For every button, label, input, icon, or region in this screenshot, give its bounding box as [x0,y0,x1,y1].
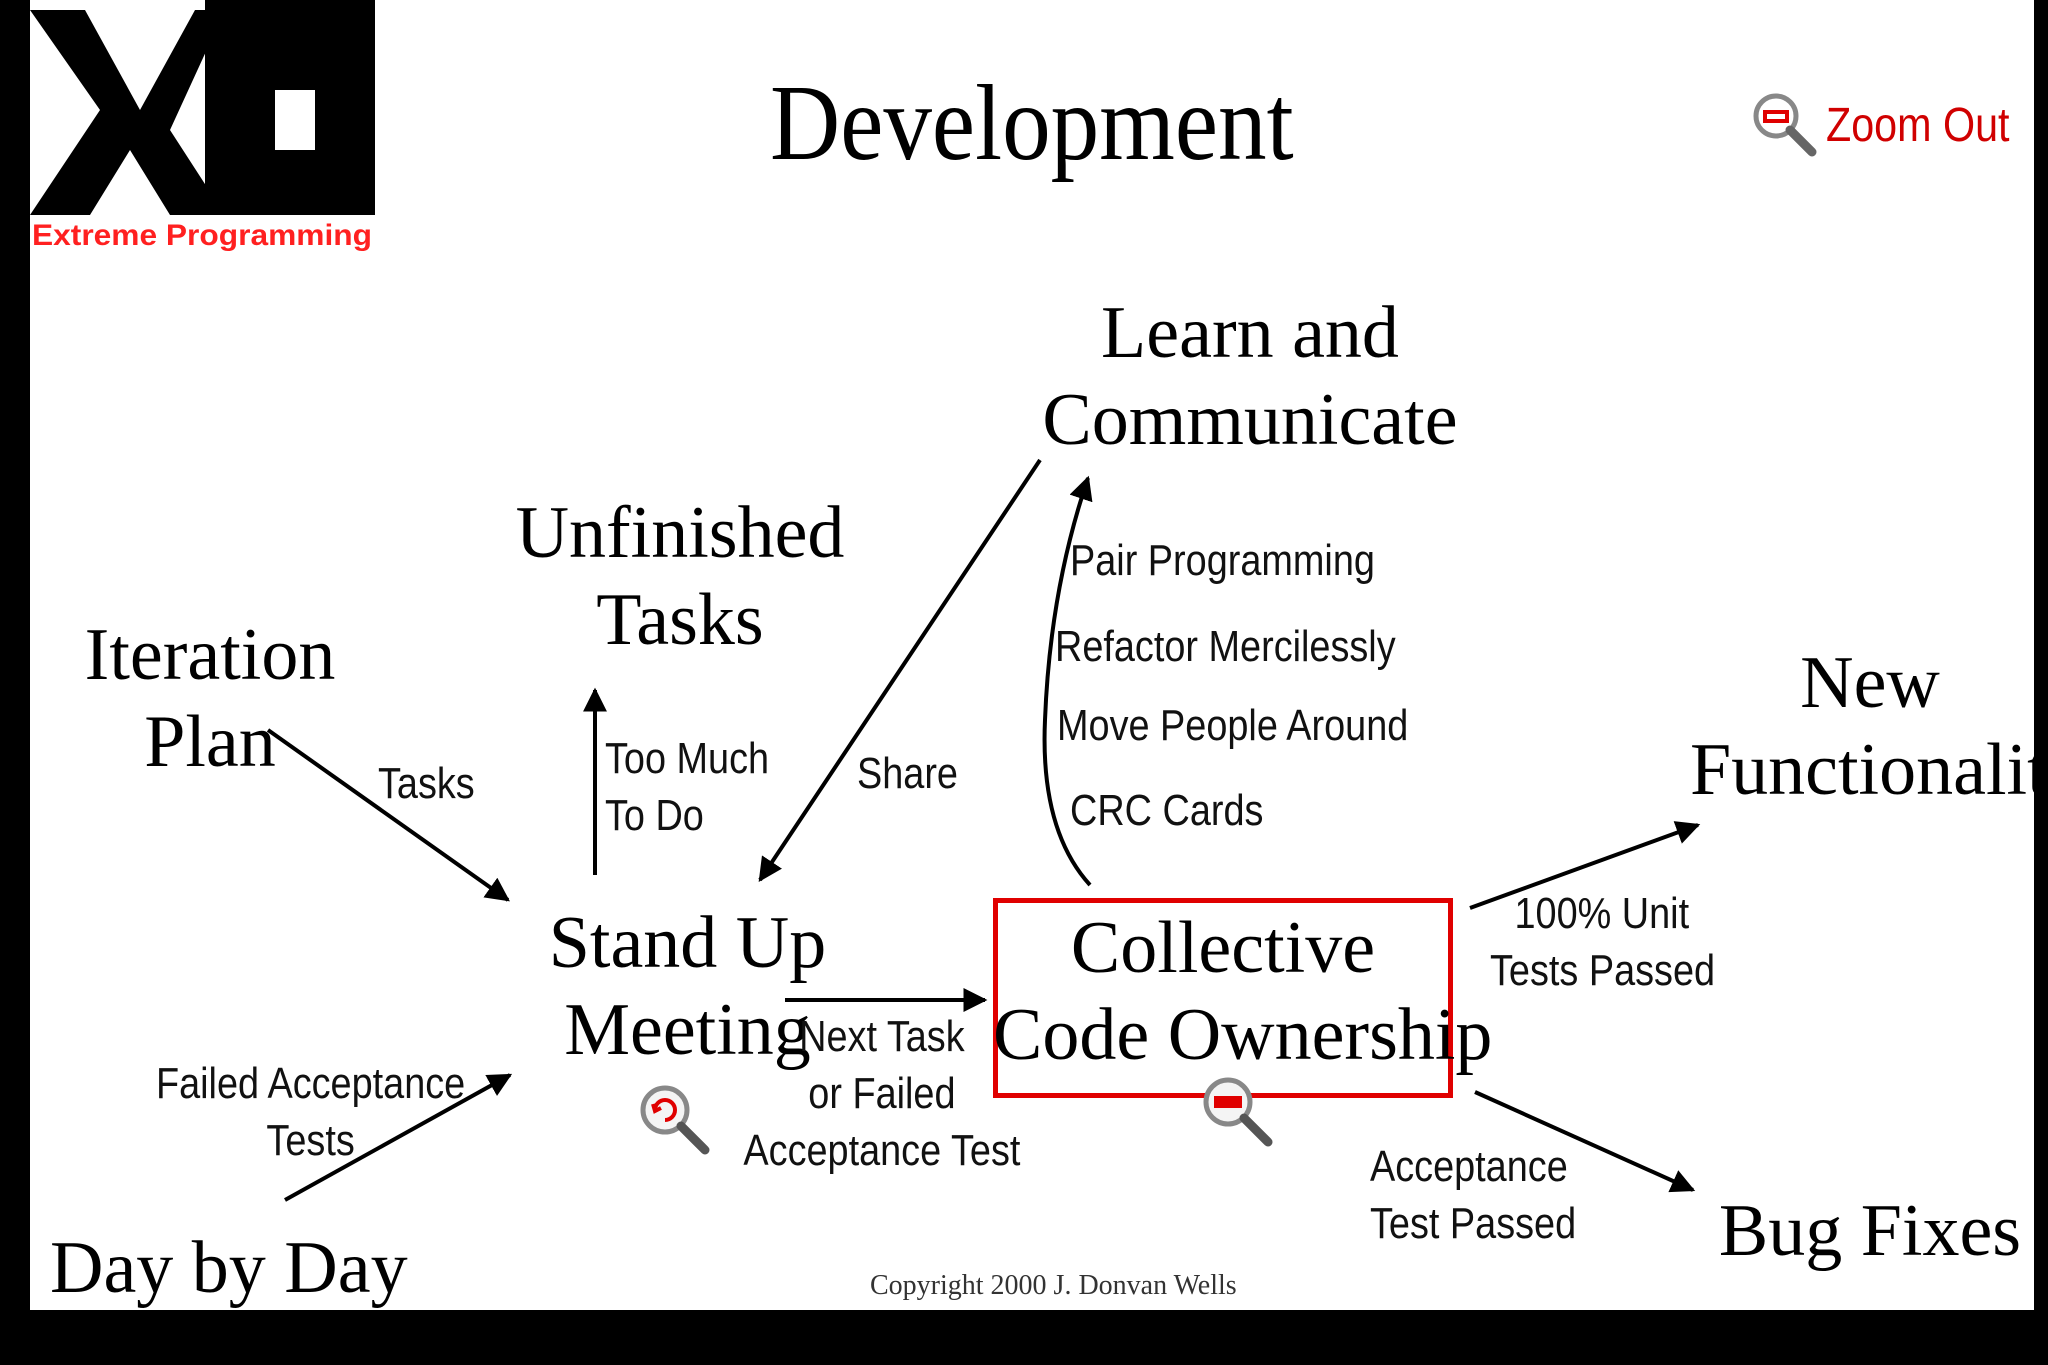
practice-pair-programming: Pair Programming [1070,536,1375,585]
label-next-task-line2: or Failed [808,1069,956,1119]
label-too-much-line2: To Do [605,791,704,841]
label-next-task-line1: Next Task [799,1012,965,1061]
diagram-arrows [266,458,1701,1202]
refresh-magnifier-icon [640,1085,710,1155]
diagram-canvas: Extreme Programming Development Zoom Out… [30,0,2034,1310]
node-unfinished-tasks: Unfinished Tasks [465,490,895,665]
node-collective-code-ownership: Collective Code Ownership [993,905,1493,1080]
arrow-collective-to-newfunc [1469,821,1701,910]
label-next-task: Next Task or Failed Acceptance Test [740,1008,1024,1180]
copyright: Copyright 2000 J. Donvan Wells [870,1270,1237,1301]
node-unfinished-line1: Unfinished [515,492,845,574]
node-unfinished-line2: Tasks [596,579,764,662]
label-unit-tests-line2: Tests Passed [1490,946,1716,996]
node-standup-line1: Stand Up [548,902,827,984]
node-learn-line1: Learn and [1101,292,1399,374]
label-next-task-line3: Acceptance Test [743,1126,1021,1176]
label-too-much-line1: Too Much [605,734,770,783]
label-unit-tests-line1: 100% Unit [1514,889,1690,938]
node-iteration-plan: Iteration Plan [60,612,360,787]
page-title: Development [770,64,1294,183]
node-iteration-line2: Plan [144,701,276,784]
node-learn-communicate: Learn and Communicate [1030,290,1470,465]
xp-logo[interactable]: Extreme Programming [30,0,375,260]
label-failed-acceptance-line2: Tests [266,1116,355,1166]
label-failed-acceptance-tests: Failed Acceptance Tests [130,1055,491,1169]
node-day-by-day: Day by Day [50,1227,408,1309]
arrow-daybyday-to-standup [284,1073,513,1202]
arrow-collective-to-learn [1042,475,1093,887]
node-newfunc-line1: New [1800,642,1940,724]
arrow-collective-to-bugfixes [1474,1090,1696,1193]
label-acceptance-passed-line2: Test Passed [1370,1199,1577,1249]
zoom-out-button[interactable]: Zoom Out [1750,90,2034,160]
arrow-learn-to-standup [758,458,1042,882]
zoom-out-magnifier-icon [1753,93,1817,157]
standup-zoom-button[interactable] [635,1080,715,1165]
node-iteration-line1: Iteration [84,614,336,696]
label-share: Share [857,749,958,798]
label-unit-tests-passed: 100% Unit Tests Passed [1490,885,1716,999]
node-collective-line2: Code Ownership [993,994,1493,1077]
label-acceptance-test-passed: Acceptance Test Passed [1370,1138,1576,1252]
node-standup-meeting: Stand Up Meeting [515,900,860,1075]
practice-move-people-around: Move People Around [1057,701,1409,750]
logo-text: Extreme Programming [32,219,372,252]
label-failed-acceptance-line1: Failed Acceptance [155,1059,466,1108]
node-bug-fixes: Bug Fixes [1718,1190,2022,1272]
node-learn-line2: Communicate [1042,379,1458,462]
practice-crc-cards: CRC Cards [1070,786,1264,835]
label-tasks: Tasks [378,759,475,808]
node-new-functionality: New Functionality [1690,640,2034,815]
node-newfunc-line2: Functionality [1690,729,2034,812]
label-too-much-to-do: Too Much To Do [605,730,769,844]
practice-refactor-mercilessly: Refactor Mercilessly [1055,622,1396,671]
node-collective-line1: Collective [1070,907,1376,989]
label-acceptance-passed-line1: Acceptance [1370,1142,1568,1191]
zoom-in-magnifier-icon [1203,1077,1273,1147]
node-standup-line2: Meeting [564,989,811,1072]
arrow-iteration-to-standup [266,728,510,902]
zoom-out-label[interactable]: Zoom Out [1826,98,2010,152]
collective-zoom-button[interactable] [1198,1072,1278,1157]
xp-logo-mark: Extreme Programming [30,0,375,252]
